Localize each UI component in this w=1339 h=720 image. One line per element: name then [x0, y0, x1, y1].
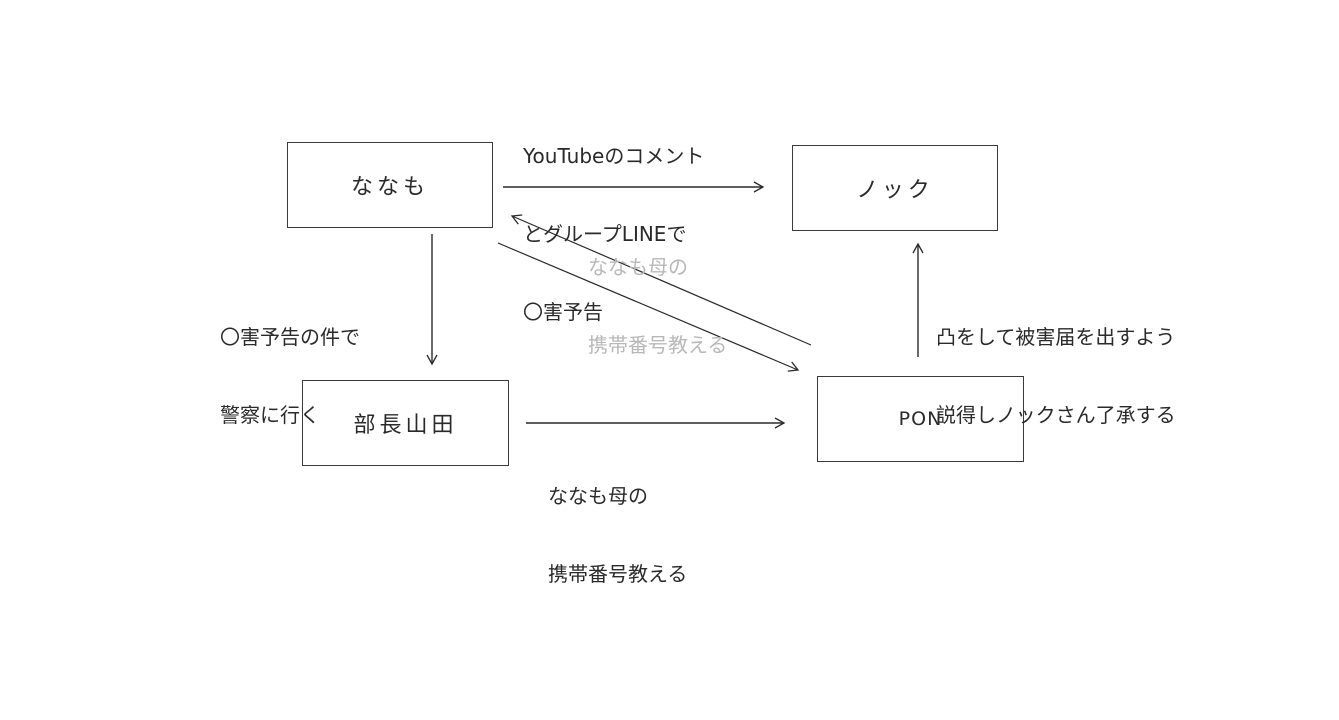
node-pon-label: PON [898, 408, 943, 430]
edge-label-mother-phone: ななも母の 携帯番号教える [548, 431, 687, 613]
edge-label-line: 警察に行く [220, 403, 320, 427]
node-nanamo: ななも [287, 142, 493, 228]
node-bucho-yamada: 部長山田 [302, 380, 509, 466]
edge-label-line: とグループLINEで [523, 222, 687, 246]
node-pon: PON [817, 376, 1024, 462]
arrow-nanamo-to-pon [497, 242, 800, 372]
edge-label-line: ななも母の [548, 484, 648, 508]
edge-label-threat-notice: YouTubeのコメント とグループLINEで 〇害予告 [523, 91, 704, 351]
edge-label-line: YouTubeのコメント [523, 144, 705, 168]
edge-label-line: 〇害予告 [523, 300, 603, 324]
node-nokku-label: ノック [856, 178, 934, 203]
node-nanamo-label: ななも [350, 175, 429, 200]
node-bucho-yamada-label: 部長山田 [353, 413, 458, 438]
edge-label-go-to-police: 〇害予告の件で 警察に行く [220, 272, 360, 454]
node-nokku: ノック [792, 145, 998, 231]
edge-label-line: 説得しノックさん了承する [936, 403, 1176, 427]
edge-label-persuade-damage-report: 凸をして被害届を出すよう 説得しノックさん了承する [936, 272, 1176, 454]
arrow-pon-to-nanamo [510, 214, 812, 346]
edge-label-line: 携帯番号教える [588, 333, 728, 357]
edge-label-line: 〇害予告の件で [220, 325, 360, 349]
edge-label-line: 凸をして被害届を出すよう [936, 325, 1176, 349]
edge-label-line: ななも母の [588, 255, 688, 279]
edge-label-line: 携帯番号教える [548, 562, 688, 586]
edge-label-mother-phone-faded: ななも母の 携帯番号教える [588, 202, 727, 384]
